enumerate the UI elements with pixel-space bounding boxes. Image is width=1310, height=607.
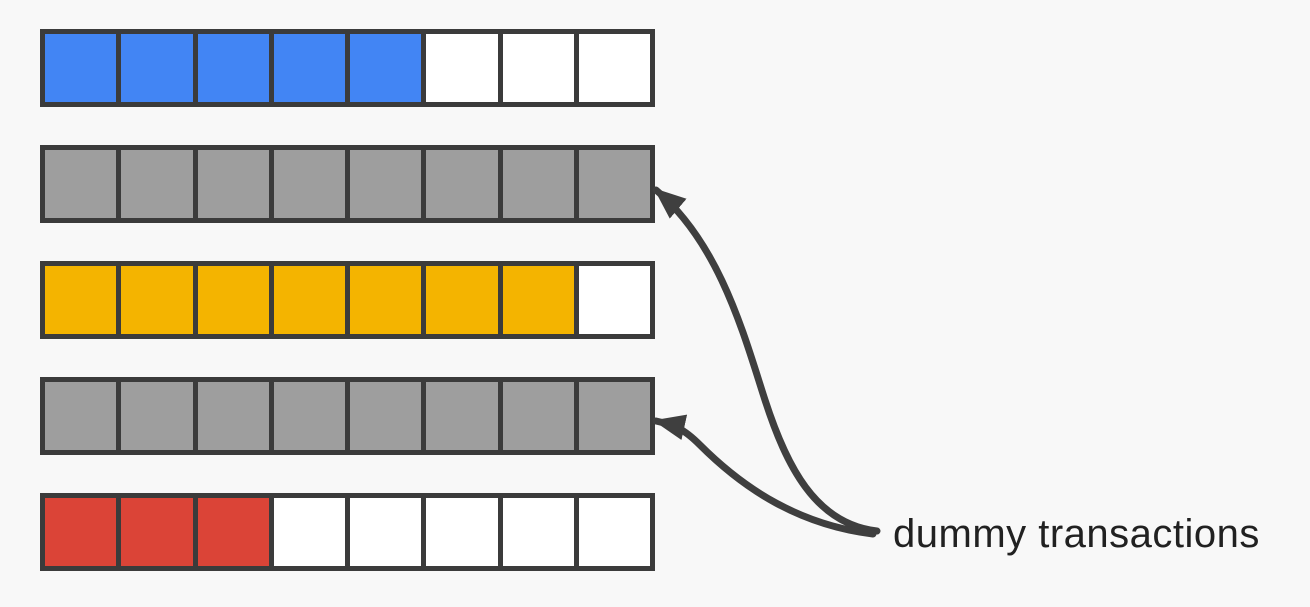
block-row-2	[40, 145, 655, 223]
block-row-1-cell-4	[268, 34, 345, 102]
block-row-3-cell-3	[192, 266, 269, 334]
block-row-3	[40, 261, 655, 339]
block-row-5-cell-2	[116, 498, 193, 566]
block-row-5	[40, 493, 655, 571]
block-row-1	[40, 29, 655, 107]
block-row-1-cell-5	[345, 34, 422, 102]
block-row-2-cell-3	[192, 150, 269, 218]
block-row-5-cell-6	[421, 498, 498, 566]
block-row-2-cell-2	[116, 150, 193, 218]
block-row-2-cell-1	[45, 150, 117, 218]
block-row-5-cell-8	[573, 498, 650, 566]
block-row-3-cell-8	[573, 266, 650, 334]
block-row-2-cell-6	[421, 150, 498, 218]
block-row-3-cell-1	[45, 266, 117, 334]
block-row-4-cell-4	[268, 382, 345, 450]
block-row-3-cell-5	[345, 266, 422, 334]
block-row-3-cell-7	[497, 266, 574, 334]
block-row-2-cell-8	[573, 150, 650, 218]
block-row-4-cell-1	[45, 382, 117, 450]
dummy-transactions-label: dummy transactions	[893, 512, 1260, 556]
block-row-4-cell-5	[345, 382, 422, 450]
block-row-1-cell-2	[116, 34, 193, 102]
block-row-5-cell-7	[497, 498, 574, 566]
block-row-1-cell-8	[573, 34, 650, 102]
block-row-5-cell-4	[268, 498, 345, 566]
block-row-1-cell-7	[497, 34, 574, 102]
block-row-5-cell-3	[192, 498, 269, 566]
block-row-4-cell-2	[116, 382, 193, 450]
block-row-4-cell-8	[573, 382, 650, 450]
block-row-4	[40, 377, 655, 455]
block-row-2-cell-4	[268, 150, 345, 218]
block-row-4-cell-7	[497, 382, 574, 450]
block-row-4-cell-6	[421, 382, 498, 450]
block-row-1-cell-6	[421, 34, 498, 102]
block-row-3-cell-2	[116, 266, 193, 334]
block-row-5-cell-1	[45, 498, 117, 566]
block-row-2-cell-5	[345, 150, 422, 218]
arrow-to-row-2	[652, 186, 881, 535]
block-row-1-cell-1	[45, 34, 117, 102]
block-row-5-cell-5	[345, 498, 422, 566]
block-row-4-cell-3	[192, 382, 269, 450]
block-row-2-cell-7	[497, 150, 574, 218]
block-row-3-cell-4	[268, 266, 345, 334]
arrow-to-row-4	[652, 414, 877, 538]
block-row-1-cell-3	[192, 34, 269, 102]
block-row-3-cell-6	[421, 266, 498, 334]
